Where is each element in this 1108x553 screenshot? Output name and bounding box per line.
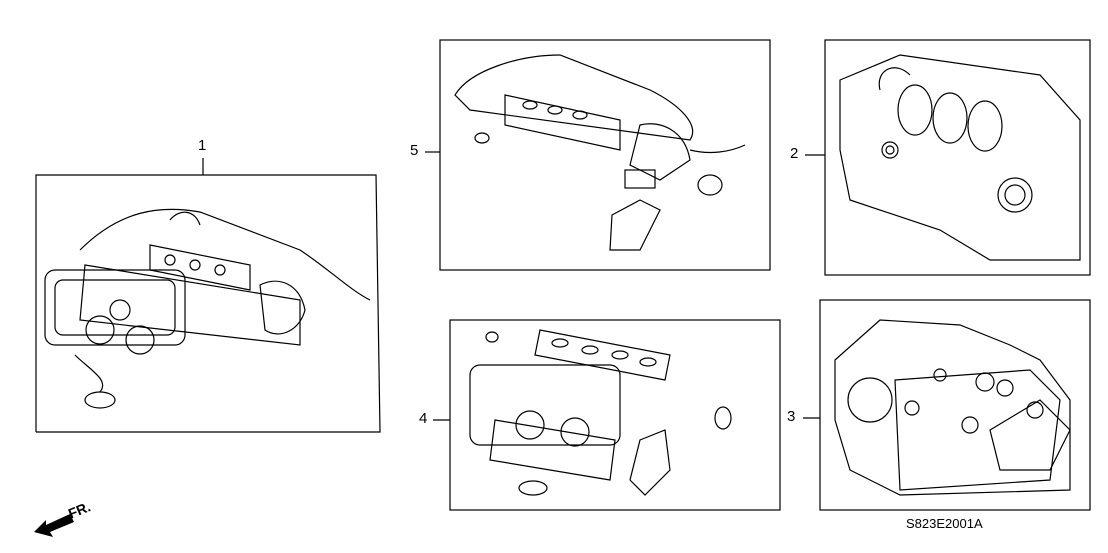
callout-5[interactable]: 5 <box>410 142 419 159</box>
kit-4-frame[interactable] <box>433 319 781 511</box>
kit-5-gaskets <box>454 54 746 251</box>
kit-3-gaskets <box>834 319 1071 496</box>
kit-1-gaskets <box>44 208 371 409</box>
kit-2-frame[interactable] <box>805 39 1091 276</box>
callout-2[interactable]: 2 <box>790 145 799 162</box>
kit-3-frame[interactable] <box>803 299 1091 511</box>
kit-4-gaskets <box>469 329 732 496</box>
callout-3[interactable]: 3 <box>787 408 796 425</box>
callout-4[interactable]: 4 <box>419 410 428 427</box>
kit-1-frame[interactable] <box>35 158 381 433</box>
kit-5-frame[interactable] <box>425 39 771 271</box>
kit-2-gaskets <box>839 54 1081 261</box>
callout-1[interactable]: 1 <box>198 137 207 154</box>
drawing-code: S823E2001A <box>906 516 983 531</box>
